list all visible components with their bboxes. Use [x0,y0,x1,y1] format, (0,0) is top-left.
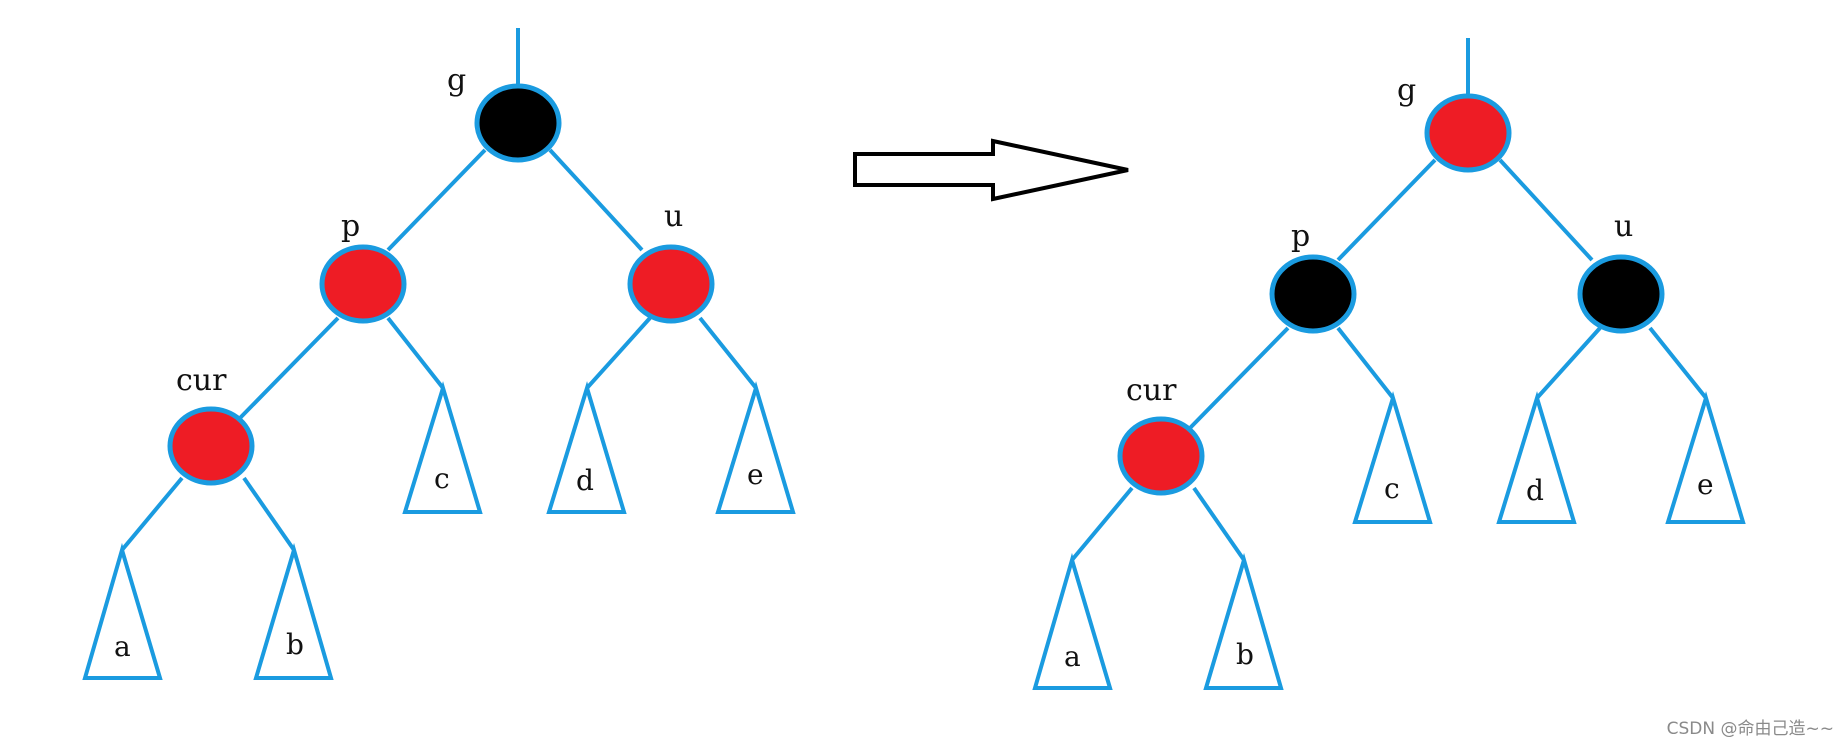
label-subtree-e: e [747,458,764,491]
label-cur: cur [1126,373,1177,408]
node-u [627,244,715,324]
label-subtree-e: e [1697,468,1714,501]
subtrees-after [1032,391,1746,690]
edge-cur-b [1192,486,1246,562]
label-u: u [1614,209,1633,244]
label-cur: cur [176,363,227,398]
subtree-e-triangle [1665,391,1746,524]
edge-p-c [1336,326,1395,400]
node-p [1269,254,1357,334]
label-subtree-b: b [1236,638,1254,671]
label-g: g [447,63,466,98]
edges-before [120,28,758,552]
edge-g-u [548,148,644,252]
subtree-e-triangle [715,381,796,514]
edge-g-p [1336,158,1437,262]
subtrees-before [82,381,796,680]
label-subtree-d: d [576,464,594,497]
label-p: p [341,209,360,244]
label-g: g [1397,73,1416,108]
nodes-after [1117,93,1665,496]
subtree-d-triangle [1496,391,1577,524]
node-g [1424,93,1512,173]
edge-p-cur [1188,326,1290,430]
tree-before: g p u cur a b c d e [82,28,796,680]
label-subtree-d: d [1526,474,1544,507]
label-u: u [664,199,683,234]
node-cur [1117,416,1205,496]
edge-p-cur [238,316,340,420]
node-cur [167,406,255,486]
subtree-b-triangle [1203,552,1284,690]
labels-before: g p u cur a b c d e [114,63,764,663]
node-u [1577,254,1665,334]
edges-after [1070,38,1708,562]
watermark-text: CSDN @命由己造~~ [1667,719,1834,739]
subtree-a-triangle [82,542,163,680]
node-g [474,83,562,163]
edge-g-u [1498,158,1594,262]
edge-cur-b [242,476,296,552]
labels-after: g p u cur a b c d e [1064,73,1714,673]
edge-u-d [585,316,652,390]
edge-u-d [1535,326,1602,400]
label-p: p [1291,219,1310,254]
subtree-d-triangle [546,381,627,514]
subtree-b-triangle [253,542,334,680]
label-subtree-c: c [434,462,450,495]
label-subtree-c: c [1384,472,1400,505]
edge-cur-a [1070,486,1134,562]
edge-g-p [386,148,487,252]
edge-u-e [698,316,758,390]
label-subtree-a: a [114,630,131,663]
transformation-arrow [853,138,1129,202]
label-subtree-b: b [286,628,304,661]
edge-cur-a [120,476,184,552]
edge-u-e [1648,326,1708,400]
subtree-c-triangle [1352,391,1433,524]
tree-after: g p u cur a b c d e [1032,38,1746,690]
subtree-a-triangle [1032,552,1113,690]
node-p [319,244,407,324]
label-subtree-a: a [1064,640,1081,673]
subtree-c-triangle [402,381,483,514]
nodes-before [167,83,715,486]
edge-p-c [386,316,445,390]
